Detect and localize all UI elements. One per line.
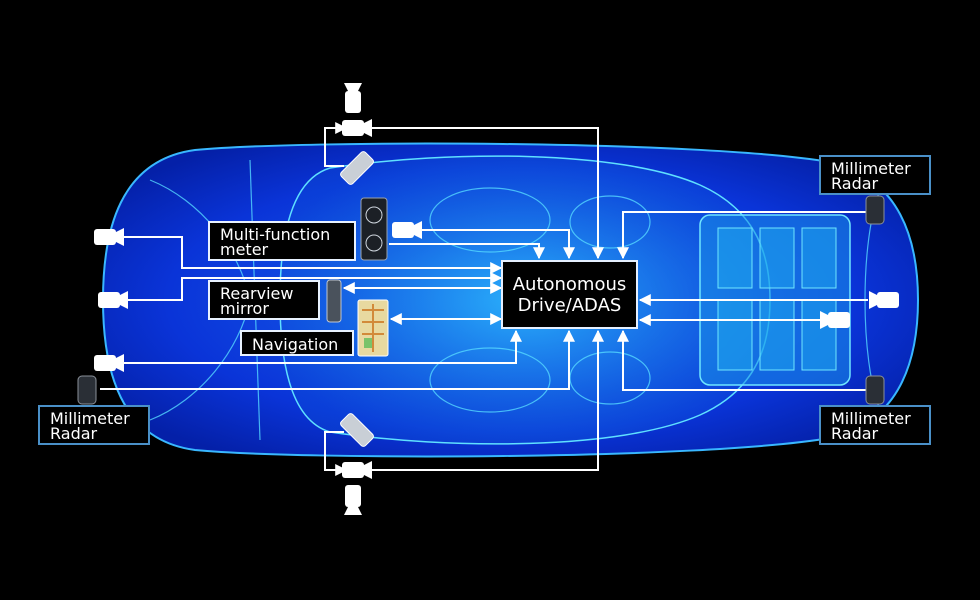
camera-icon xyxy=(392,221,422,239)
label-radar-front-top: Millimeter Radar xyxy=(819,155,931,195)
camera-icon xyxy=(869,291,899,309)
adas-ecu-box: Autonomous Drive/ADAS xyxy=(501,260,638,329)
label-line: Millimeter xyxy=(831,409,911,428)
label-multi-function-meter: Multi-function meter xyxy=(208,221,356,261)
camera-icon xyxy=(342,119,372,137)
label-radar-front-bottom: Millimeter Radar xyxy=(819,405,931,445)
camera-icon xyxy=(342,461,372,479)
label-radar-rear: Millimeter Radar xyxy=(38,405,150,445)
rearview-mirror-icon xyxy=(326,279,342,323)
camera-icon xyxy=(98,291,128,309)
label-line: Millimeter xyxy=(50,409,130,428)
ecu-label-line1: Autonomous xyxy=(512,274,627,295)
label-line: Radar xyxy=(831,424,879,443)
navigation-screen-icon xyxy=(357,299,389,357)
label-line: Radar xyxy=(50,424,98,443)
label-line: Rearview xyxy=(220,284,294,303)
camera-icon xyxy=(94,228,124,246)
camera-icon xyxy=(820,311,850,329)
ecu-label-line2: Drive/ADAS xyxy=(517,295,622,316)
label-line: Radar xyxy=(831,174,879,193)
label-rearview-mirror: Rearview mirror xyxy=(208,280,320,320)
label-navigation: Navigation xyxy=(240,330,354,356)
side-mirror-icon xyxy=(340,151,374,185)
meter-display-icon xyxy=(360,197,388,261)
label-line: Millimeter xyxy=(831,159,911,178)
connectors xyxy=(100,122,868,476)
radar-icon xyxy=(865,375,885,405)
camera-icon xyxy=(344,83,362,113)
label-line: meter xyxy=(220,240,269,259)
label-line: Multi-function xyxy=(220,225,331,244)
label-line: mirror xyxy=(220,299,269,318)
camera-icon xyxy=(344,485,362,515)
label-line: Navigation xyxy=(252,335,339,354)
side-mirror-icon xyxy=(340,413,374,447)
radar-icon xyxy=(865,195,885,225)
camera-icon xyxy=(94,354,124,372)
radar-icon xyxy=(77,375,97,405)
